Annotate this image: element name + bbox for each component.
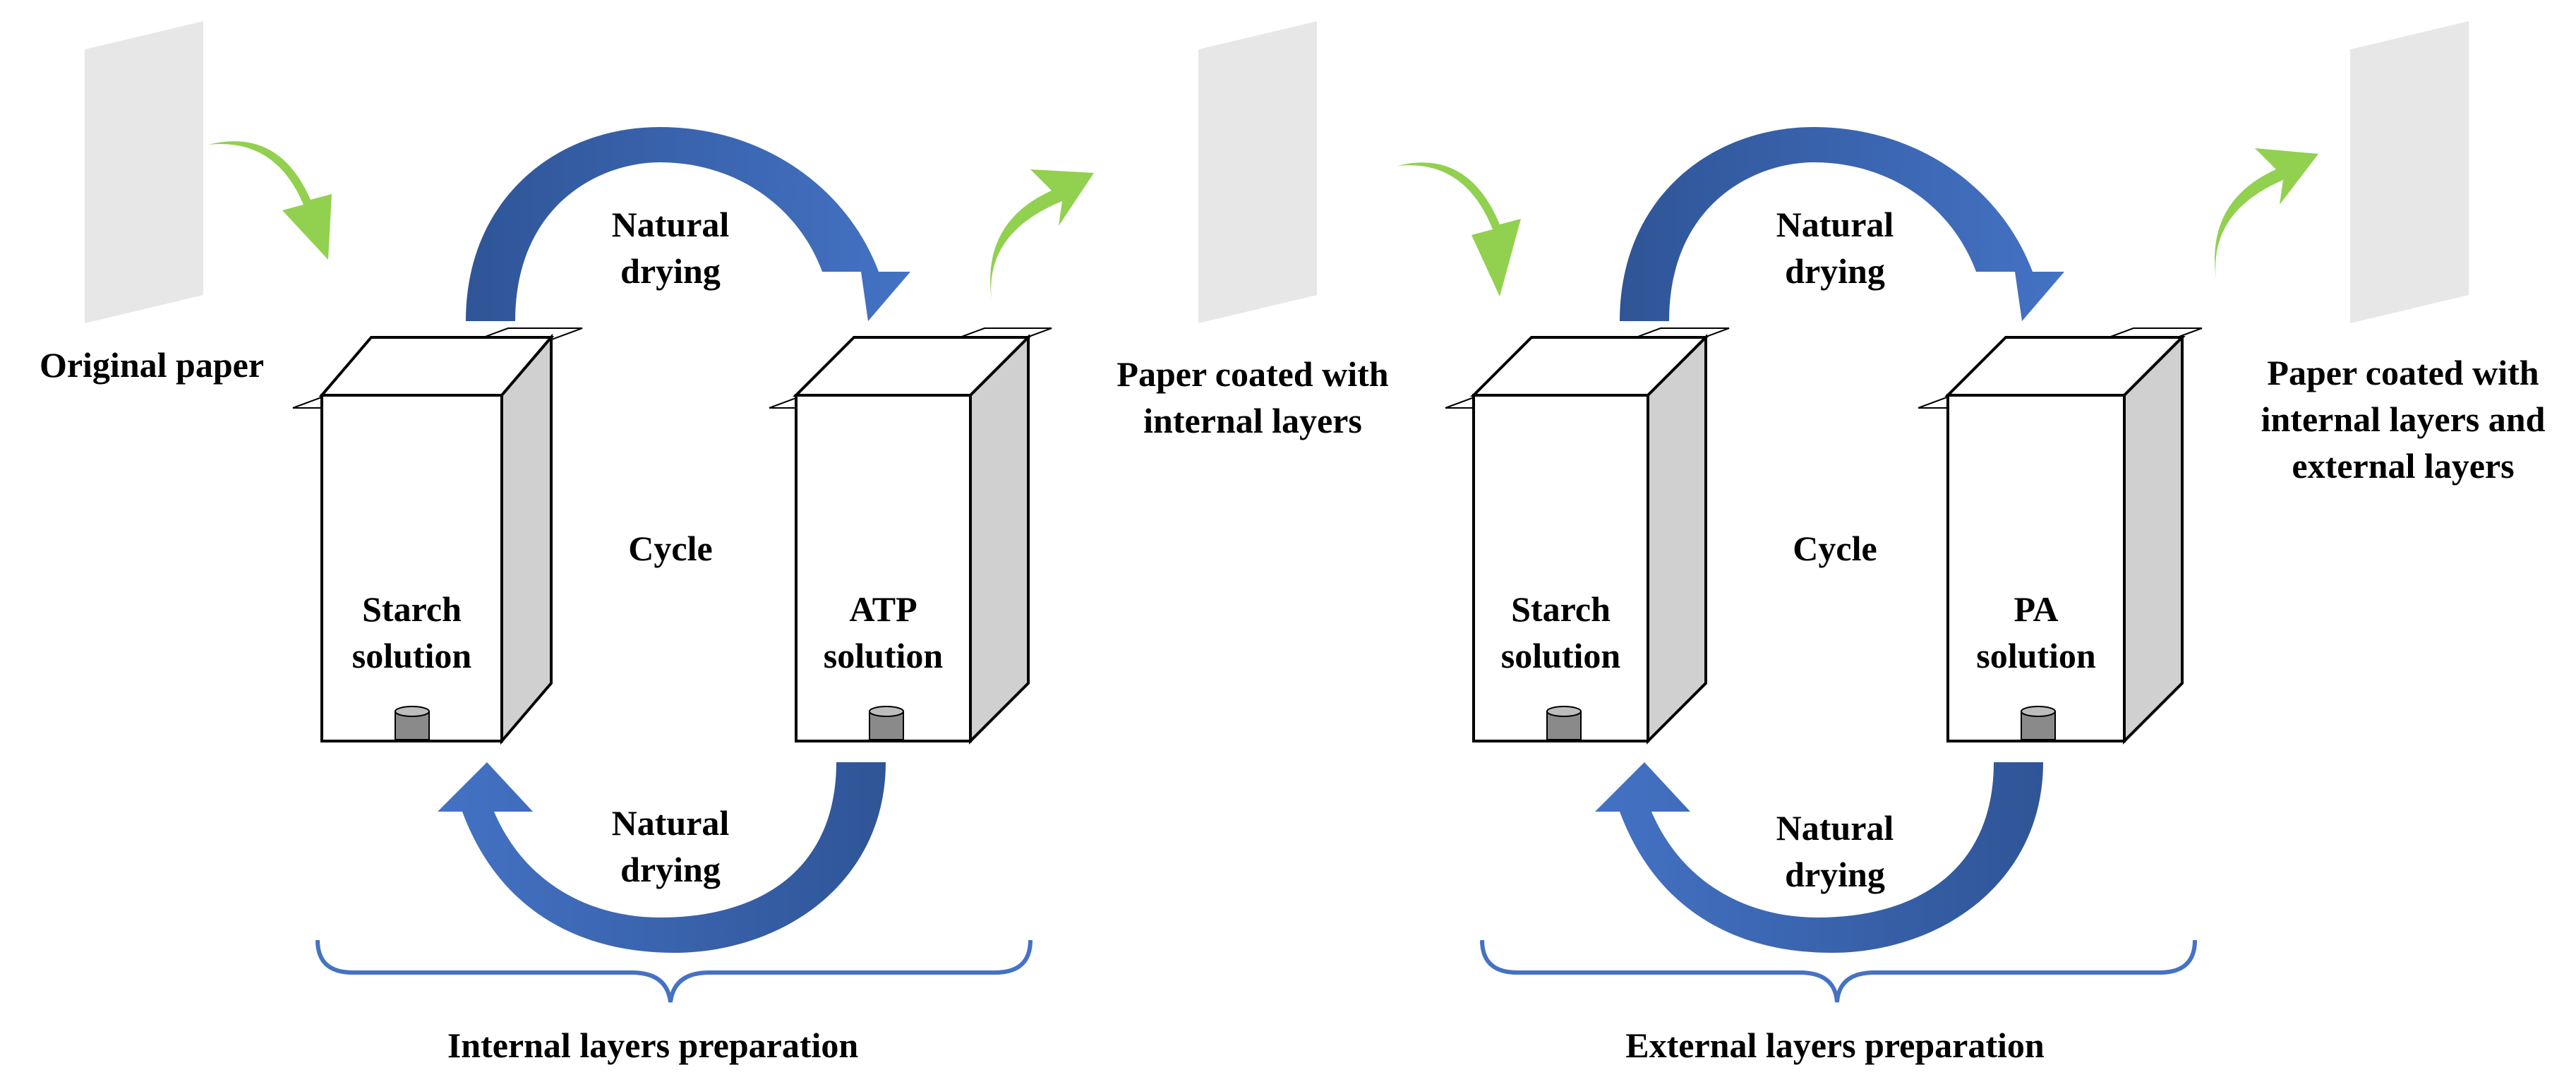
brace-external (1480, 939, 2197, 1003)
cycle-label-right: Cycle (1793, 529, 1877, 568)
green-arrow-icon (2215, 148, 2318, 279)
cycle-arrow-bottom-right (1595, 762, 2043, 953)
green-arrow-icon (990, 169, 1094, 300)
cycle-arrow-bottom-left (438, 762, 886, 953)
green-arrow-icon (1397, 162, 1521, 296)
tank-starch-left (292, 327, 583, 745)
cycle-arrow-top-right (1620, 127, 2064, 321)
tank-atp (769, 327, 1052, 745)
tank-starch-right (1445, 327, 1730, 745)
cycle-arrow-top-left (466, 127, 910, 321)
tank-pa (1918, 327, 2203, 745)
original-paper-sheet (85, 21, 203, 323)
middle-paper-sheet (1198, 21, 1317, 323)
final-paper-sheet (2350, 21, 2469, 323)
original-paper-label: Original paper (39, 345, 265, 385)
brace-label-internal: Internal layers preparation (447, 1025, 859, 1065)
brace-internal (315, 939, 1033, 1003)
cycle-label-left: Cycle (628, 529, 713, 568)
green-arrow-icon (208, 141, 332, 260)
brace-label-external: External layers preparation (1625, 1025, 2045, 1065)
